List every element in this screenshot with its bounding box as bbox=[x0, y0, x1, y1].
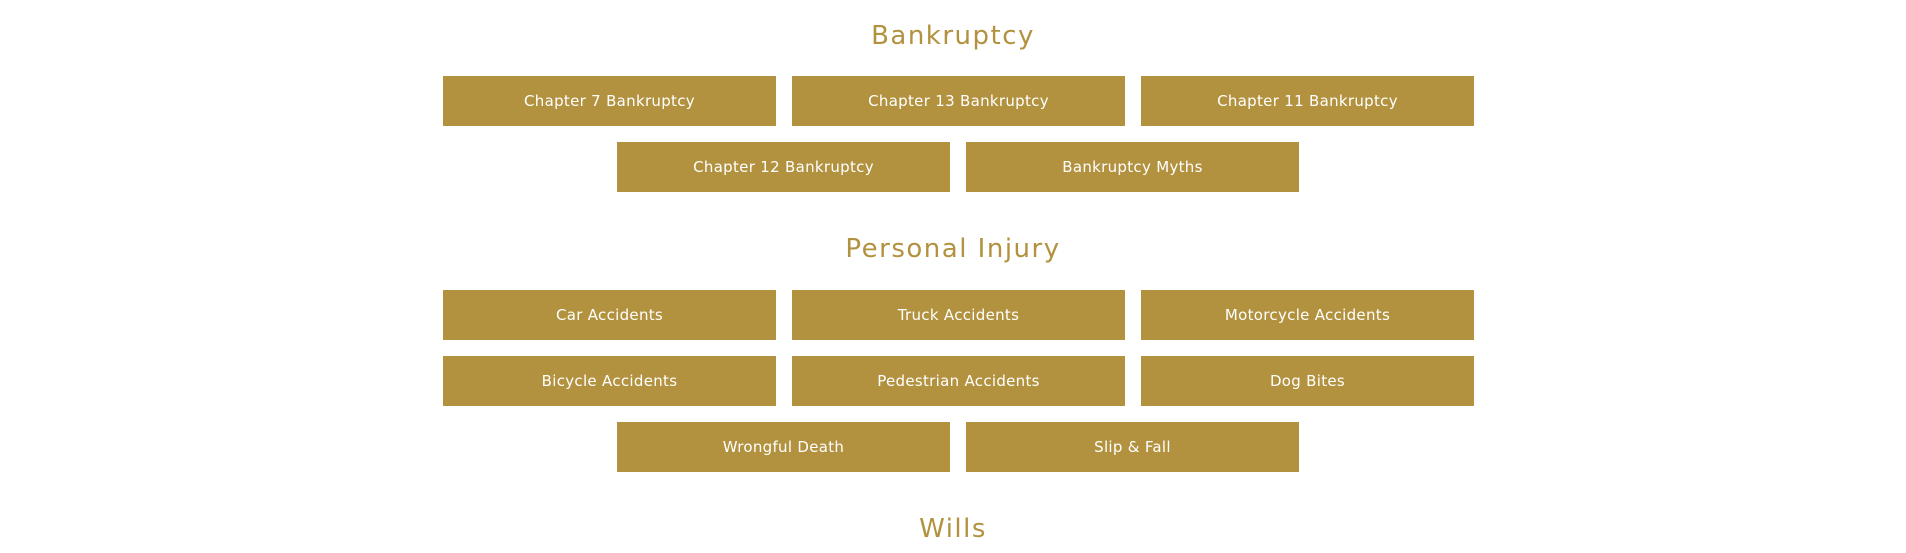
pedestrian-accidents-button[interactable]: Pedestrian Accidents bbox=[792, 356, 1125, 406]
section-heading-bankruptcy: Bankruptcy bbox=[871, 21, 1035, 51]
motorcycle-accidents-button[interactable]: Motorcycle Accidents bbox=[1141, 290, 1474, 340]
wrongful-death-button[interactable]: Wrongful Death bbox=[617, 422, 950, 472]
section-heading-wills: Wills bbox=[919, 514, 987, 544]
chapter-7-bankruptcy-button[interactable]: Chapter 7 Bankruptcy bbox=[443, 76, 776, 126]
truck-accidents-button[interactable]: Truck Accidents bbox=[792, 290, 1125, 340]
car-accidents-button[interactable]: Car Accidents bbox=[443, 290, 776, 340]
bankruptcy-myths-button[interactable]: Bankruptcy Myths bbox=[966, 142, 1299, 192]
chapter-13-bankruptcy-button[interactable]: Chapter 13 Bankruptcy bbox=[792, 76, 1125, 126]
slip-and-fall-button[interactable]: Slip & Fall bbox=[966, 422, 1299, 472]
section-heading-personal-injury: Personal Injury bbox=[845, 234, 1061, 264]
chapter-12-bankruptcy-button[interactable]: Chapter 12 Bankruptcy bbox=[617, 142, 950, 192]
bicycle-accidents-button[interactable]: Bicycle Accidents bbox=[443, 356, 776, 406]
dog-bites-button[interactable]: Dog Bites bbox=[1141, 356, 1474, 406]
chapter-11-bankruptcy-button[interactable]: Chapter 11 Bankruptcy bbox=[1141, 76, 1474, 126]
